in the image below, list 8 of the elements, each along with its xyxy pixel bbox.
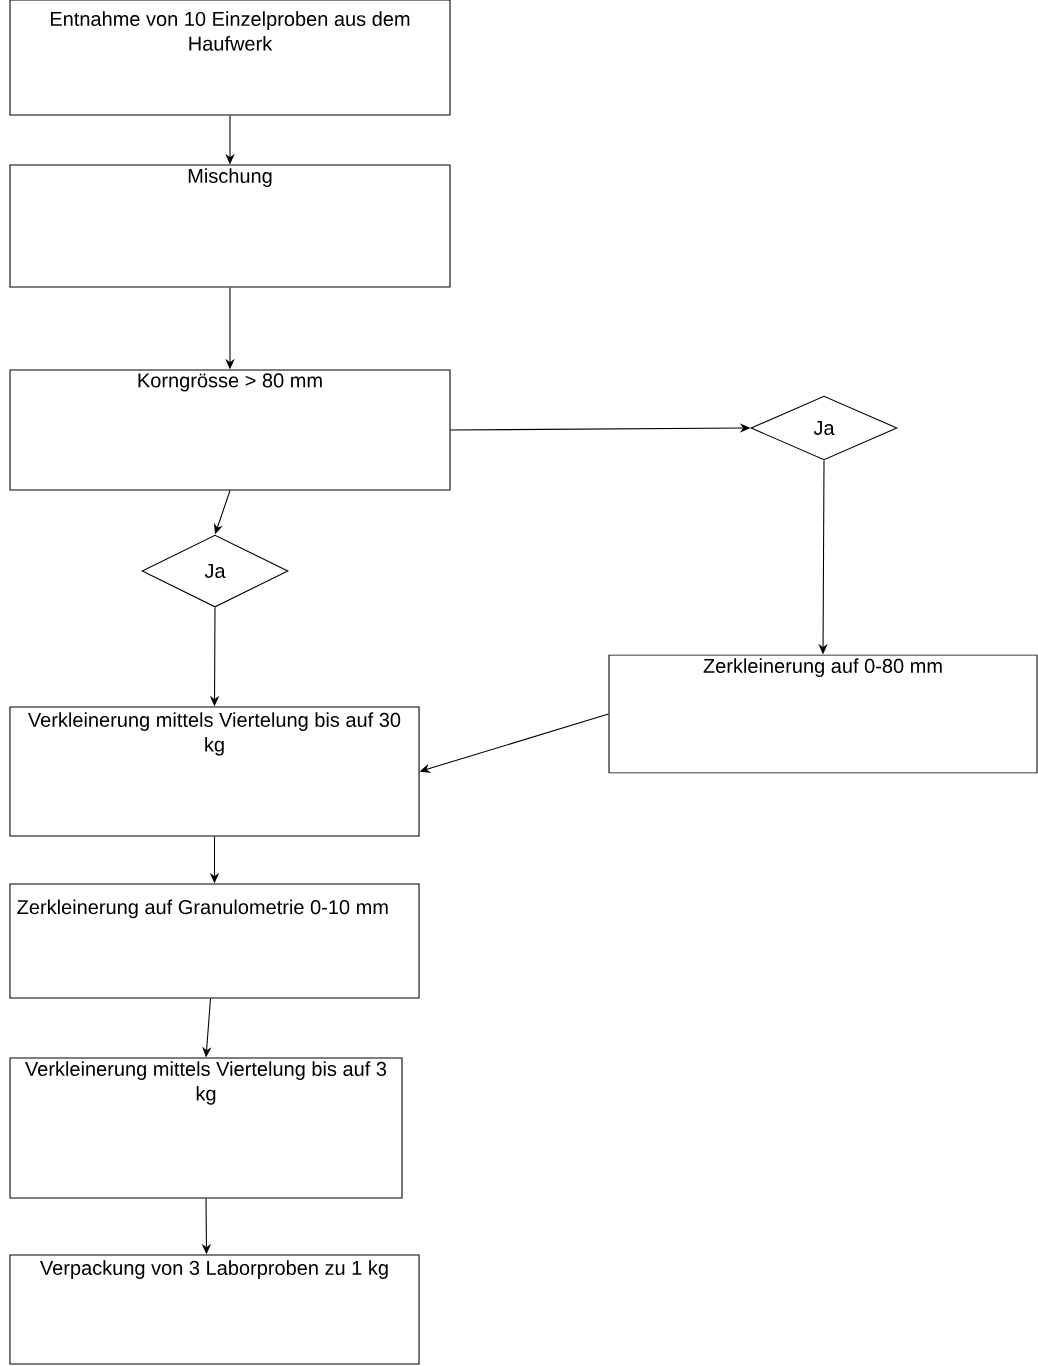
process-box: Verpackung von 3 Laborproben zu 1 kg — [9, 1254, 420, 1365]
process-box: Zerkleinerung auf 0-80 mm — [608, 654, 1038, 774]
process-box: Entnahme von 10 Einzelproben aus dem Haufwerk — [9, 0, 451, 116]
process-box: Korngrösse > 80 mm — [9, 369, 451, 491]
process-box: Zerkleinerung auf Granulometrie 0-10 mm — [9, 883, 420, 999]
process-box: Verkleinerung mittels Viertelung bis auf 30 kg — [9, 706, 420, 837]
process-box: Mischung — [9, 164, 451, 288]
process-box: Verkleinerung mittels Viertelung bis auf 3 kg — [9, 1057, 403, 1199]
